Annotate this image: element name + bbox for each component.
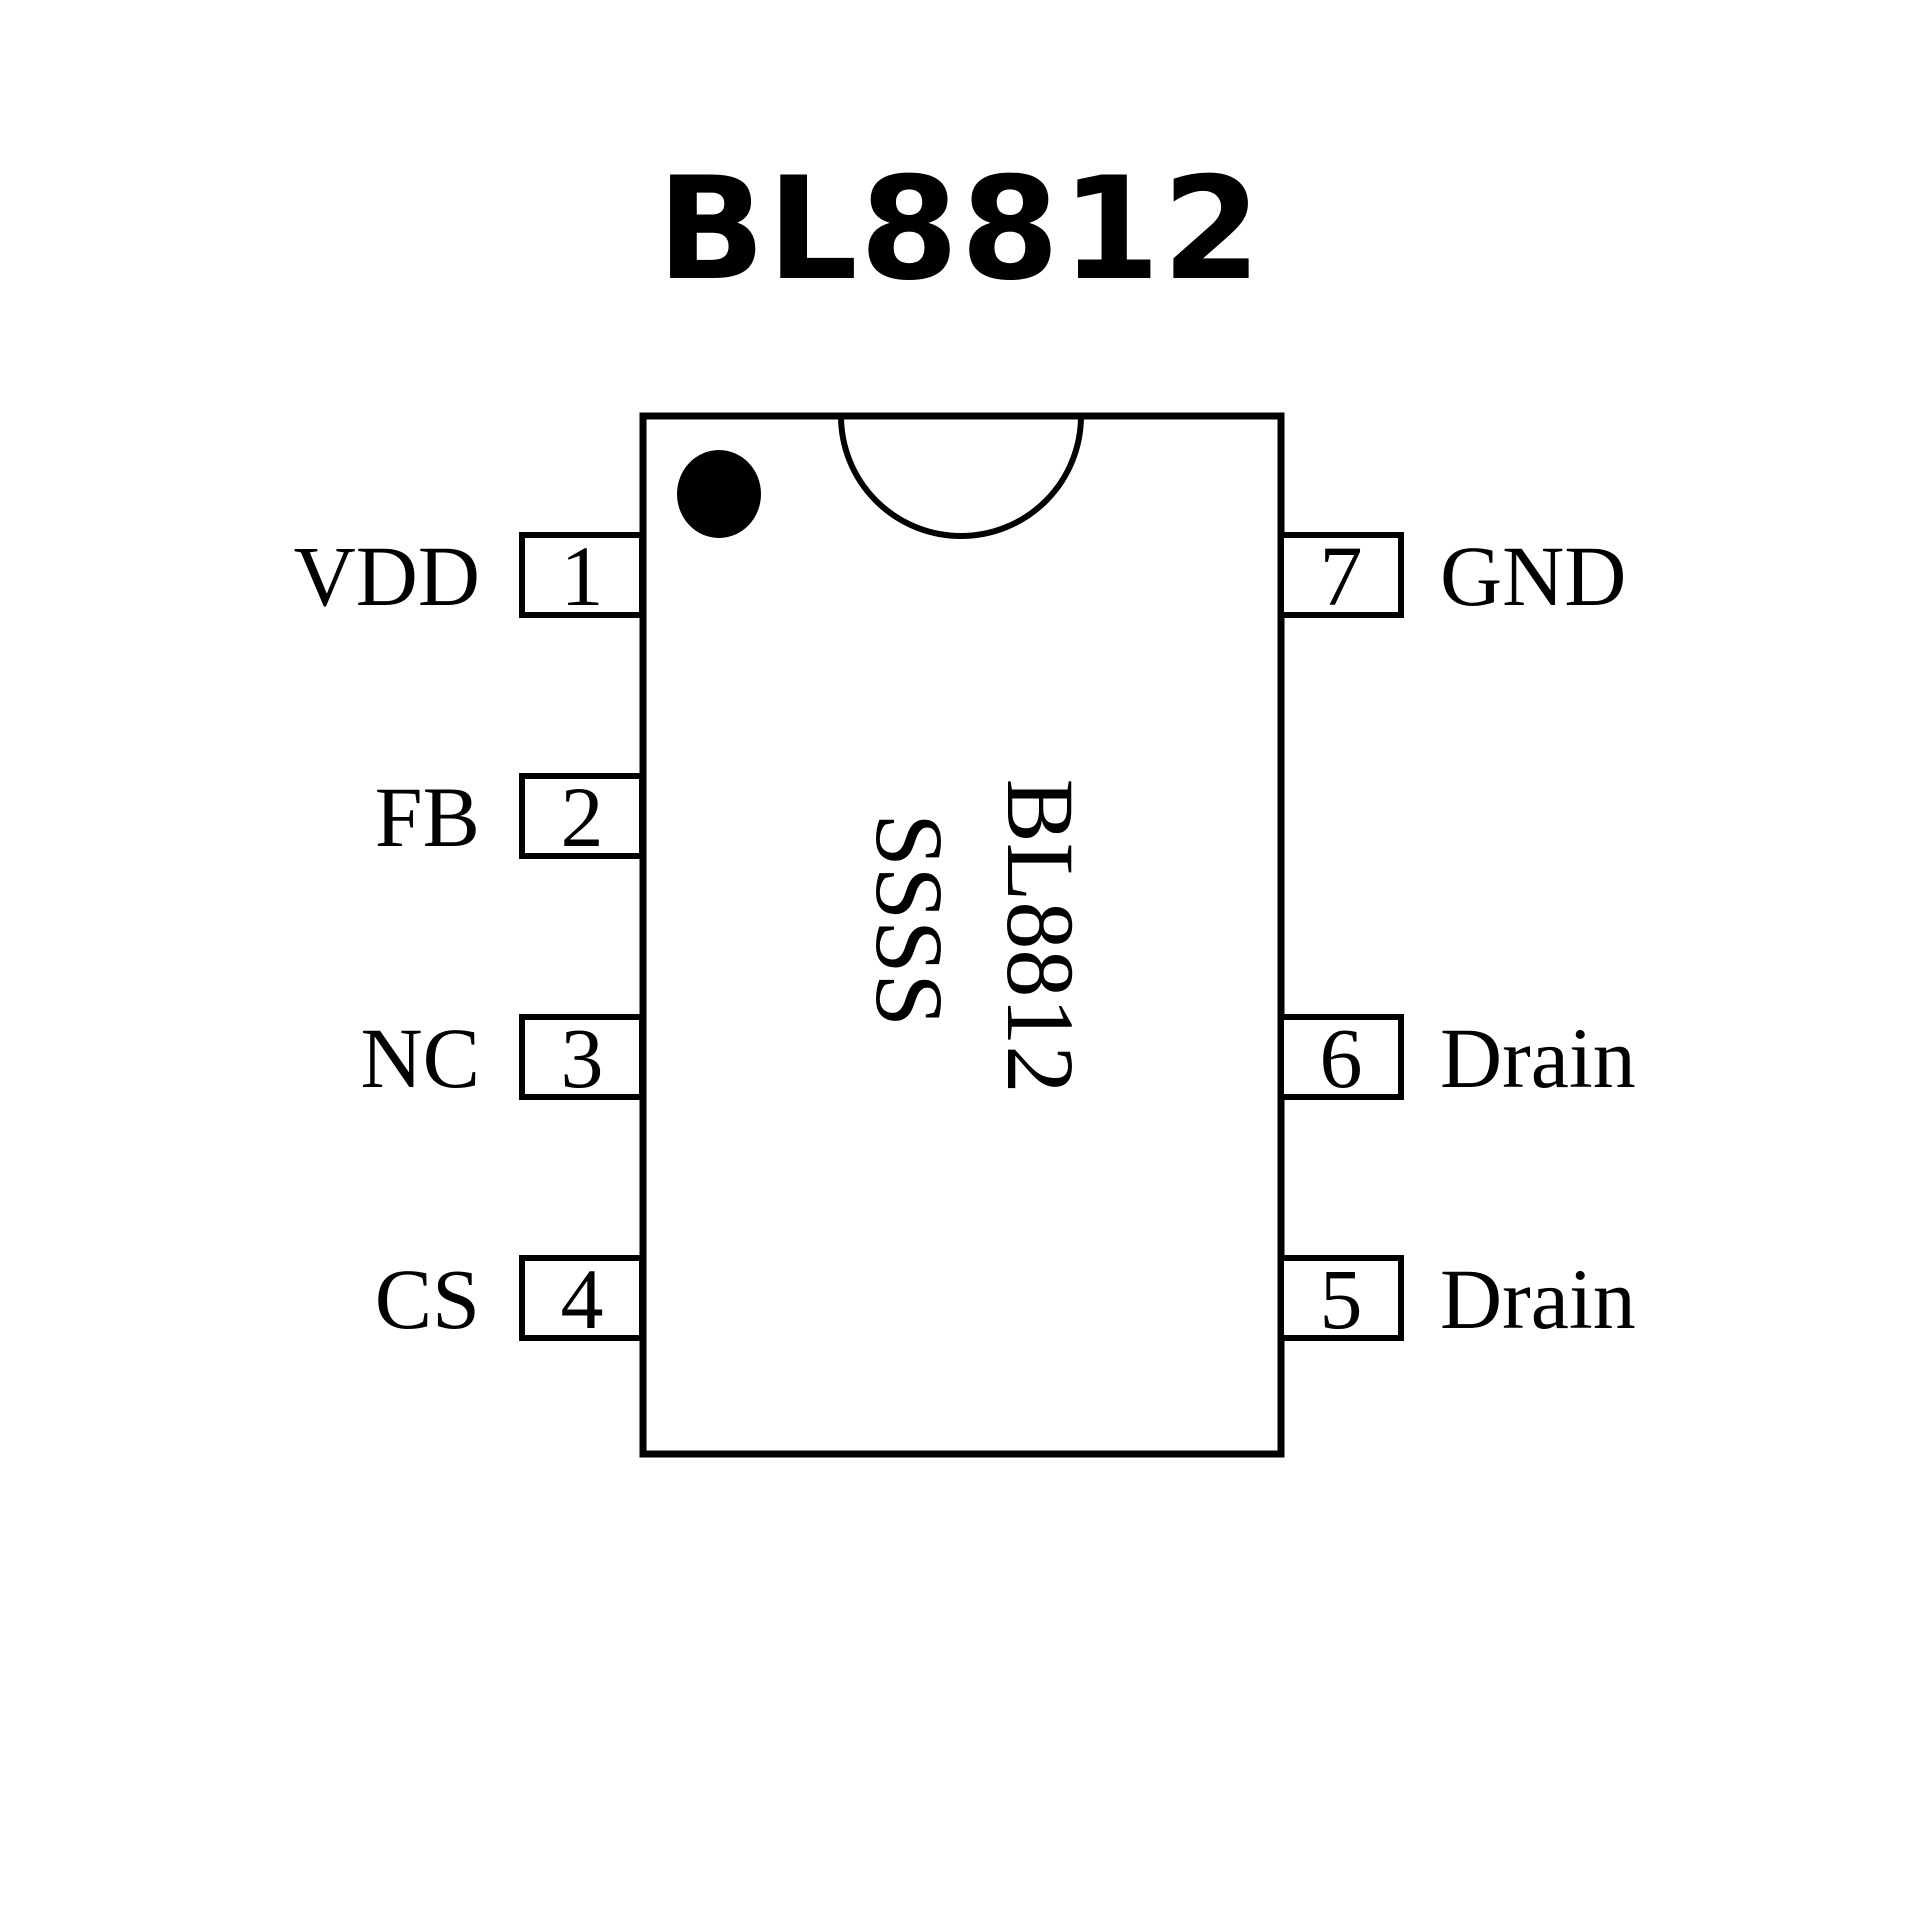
chip-marking-line1: BL8812 [987,779,1094,1094]
pin-label: Drain [1440,1010,1636,1106]
pin-box [519,773,645,859]
pin-box [519,532,645,618]
pin-label: VDD [294,528,480,624]
pin-label: CS [375,1251,480,1347]
pin-number: 3 [561,1010,604,1106]
pin-box [1278,1255,1404,1341]
pin-box [519,1255,645,1341]
pin-number: 2 [561,769,604,865]
pin-7: 7 GND [1278,528,1626,624]
pin-label: Drain [1440,1251,1636,1347]
pin-label: FB [375,769,480,865]
pin-2: 2 FB [375,769,645,865]
pin-label: NC [361,1010,480,1106]
chip-marking-line2: SSSS [856,813,963,1027]
pin-number: 6 [1320,1010,1363,1106]
pin-label: GND [1440,528,1626,624]
pin-number: 1 [561,528,604,624]
pin-number: 4 [561,1251,604,1347]
diagram-title: BL8812 [657,147,1263,312]
pin-number: 7 [1320,528,1363,624]
pin-5: 5 Drain [1278,1251,1636,1347]
pin-number: 5 [1320,1251,1363,1347]
pin-box [1278,1014,1404,1100]
pin1-indicator-dot [677,450,761,538]
pin-6: 6 Drain [1278,1010,1636,1106]
orientation-notch [838,415,1084,539]
pin-4: 4 CS [375,1251,645,1347]
pin-box [519,1014,645,1100]
pin-1: 1 VDD [294,528,645,624]
pin-3: 3 NC [361,1010,645,1106]
chip-body [639,412,1285,1458]
pin-box [1278,532,1404,618]
